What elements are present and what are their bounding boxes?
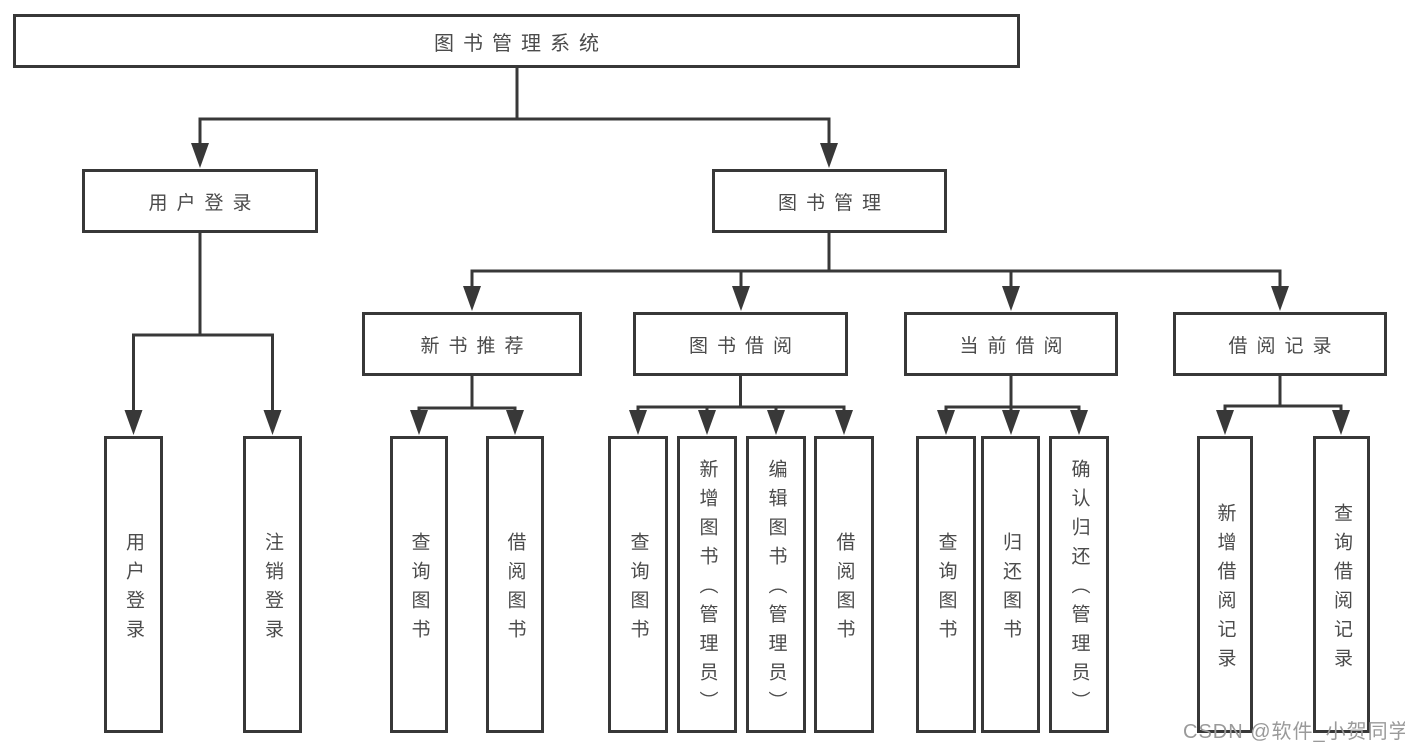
- leaf-return-books: 归还图书: [981, 436, 1040, 733]
- node-label: 查询借阅记录: [1331, 502, 1352, 677]
- node-current-borrowing: 当前借阅: [904, 312, 1118, 376]
- node-borrowing-records: 借阅记录: [1173, 312, 1387, 376]
- watermark: CSDN @软件_小贺同学: [1183, 721, 1405, 743]
- node-user-login-branch: 用户登录: [82, 169, 318, 233]
- leaf-borrow-books-borrowing: 借阅图书: [814, 436, 874, 733]
- leaf-query-books-current: 查询图书: [916, 436, 976, 733]
- leaf-add-borrow-record: 新增借阅记录: [1197, 436, 1253, 733]
- node-label: 图书借阅: [688, 335, 801, 357]
- leaf-query-books-recommend: 查询图书: [390, 436, 448, 733]
- node-label: 借阅图书: [833, 531, 855, 648]
- leaf-query-borrow-record: 查询借阅记录: [1313, 436, 1370, 733]
- node-label: 查询图书: [627, 531, 649, 648]
- node-book-borrowing: 图书借阅: [633, 312, 848, 376]
- node-book-management-branch: 图书管理: [712, 169, 947, 233]
- node-label: 当前借阅: [959, 335, 1072, 357]
- node-label: 注销登录: [262, 531, 283, 648]
- node-label: 归还图书: [1000, 531, 1021, 648]
- node-label: 新增借阅记录: [1214, 502, 1236, 677]
- node-label: 用户登录: [148, 192, 261, 214]
- leaf-edit-books-admin: 编辑图书（管理员）: [746, 436, 806, 733]
- node-label: 图书管理系统: [434, 32, 608, 55]
- node-label: 查询图书: [935, 531, 957, 648]
- node-label: 借阅记录: [1228, 335, 1341, 357]
- node-library-management-system: 图书管理系统: [13, 14, 1020, 68]
- leaf-user-login: 用户登录: [104, 436, 163, 733]
- node-label: 编辑图书（管理员）: [765, 459, 787, 720]
- leaf-add-books-admin: 新增图书（管理员）: [677, 436, 737, 733]
- node-label: 借阅图书: [504, 531, 526, 648]
- node-new-book-recommendation: 新书推荐: [362, 312, 582, 376]
- node-label: 新书推荐: [420, 335, 533, 357]
- leaf-query-books-borrowing: 查询图书: [608, 436, 668, 733]
- leaf-confirm-return-admin: 确认归还（管理员）: [1049, 436, 1109, 733]
- leaf-borrow-books-recommend: 借阅图书: [486, 436, 544, 733]
- node-label: 新增图书（管理员）: [696, 459, 718, 720]
- node-label: 用户登录: [123, 531, 144, 648]
- leaf-logout: 注销登录: [243, 436, 302, 733]
- node-label: 查询图书: [408, 531, 430, 648]
- node-label: 图书管理: [777, 192, 890, 214]
- node-label: 确认归还（管理员）: [1068, 459, 1090, 720]
